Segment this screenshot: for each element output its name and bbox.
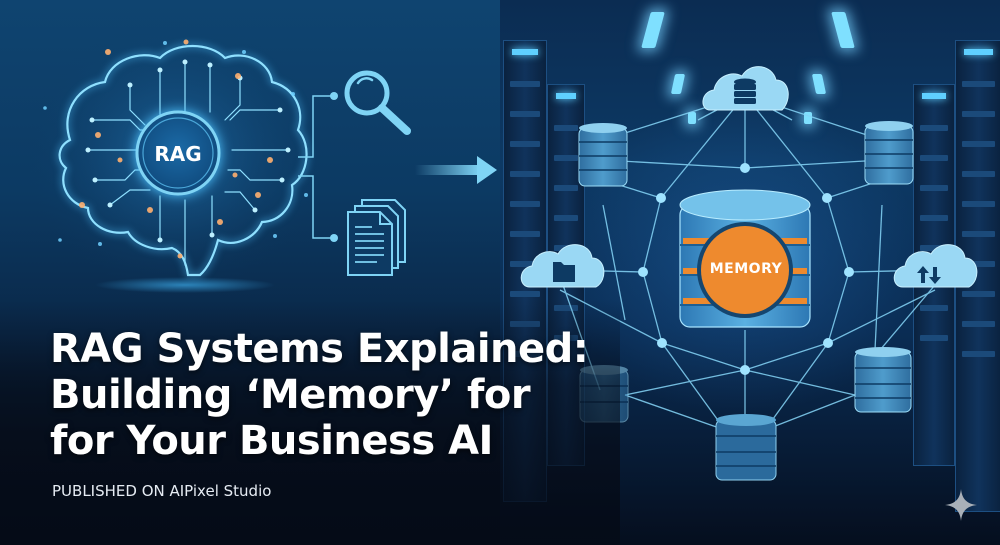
magnifier-icon [344, 70, 411, 135]
database-icon [578, 123, 628, 187]
database-icon [854, 347, 912, 413]
memory-database-icon [679, 189, 811, 328]
rag-badge [135, 110, 221, 196]
title-line-3: for Your Business AI [50, 418, 493, 464]
cloud-sync-icon [893, 244, 978, 288]
brain-circuit-icon [43, 39, 308, 277]
rag-label: RAG [154, 142, 202, 166]
ceiling-light [688, 112, 696, 124]
arrow-right-icon [415, 156, 497, 184]
cloud-database-icon [702, 66, 789, 111]
database-icon [864, 121, 914, 185]
memory-label: MEMORY [709, 261, 783, 277]
network-nodes [638, 163, 854, 375]
byline: PUBLISHED ON AIPixel Studio [52, 482, 272, 500]
sparkle-icon [945, 489, 977, 521]
page-title: RAG Systems Explained: Building ‘Memory’… [50, 326, 589, 464]
connector-lines [298, 95, 333, 239]
documents-icon [347, 199, 406, 276]
ceiling-light [804, 112, 812, 124]
brain-floor-glow [95, 277, 275, 293]
title-line-2: Building ‘Memory’ for [50, 372, 531, 418]
cloud-folder-icon [520, 244, 605, 288]
title-line-1: RAG Systems Explained: [50, 326, 589, 372]
database-icon [715, 414, 777, 481]
text-backdrop [0, 300, 620, 545]
